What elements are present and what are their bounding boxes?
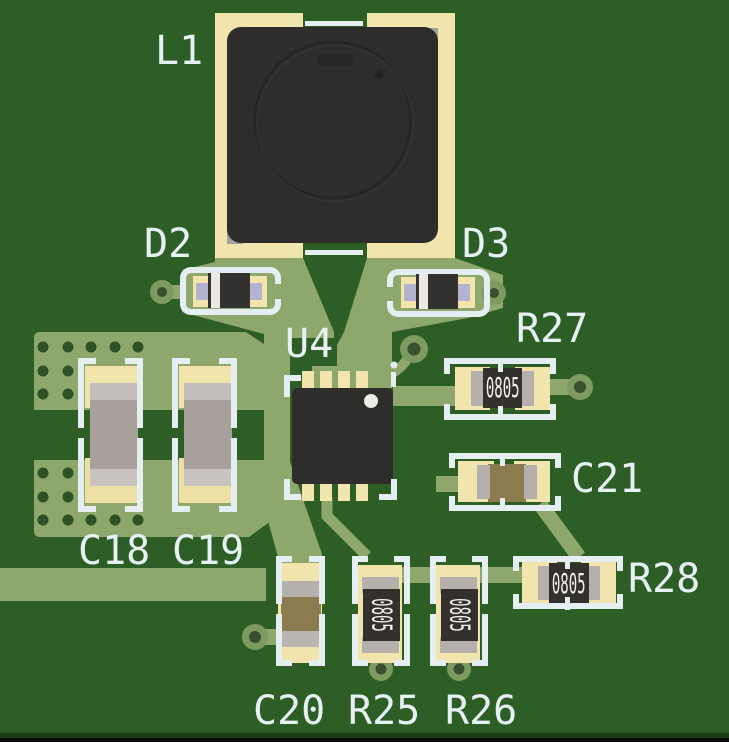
c21-capacitor — [449, 453, 561, 511]
c21-cap-right — [524, 465, 537, 499]
d3-diode — [386, 269, 490, 317]
r27-cap-right — [521, 371, 534, 406]
l1-inductor — [215, 13, 455, 258]
c19-cap-top — [184, 383, 232, 400]
d2-silkscreen-notch — [275, 284, 287, 299]
r28-cap-right — [587, 566, 600, 600]
r26-resistor — [430, 556, 488, 666]
c18-capacitor — [78, 358, 143, 512]
c21-silk-tick-bottom — [500, 498, 505, 511]
copper-trace-u4-r25 — [321, 497, 371, 560]
label-r28: R28 — [628, 556, 701, 602]
r27-body — [483, 368, 522, 408]
l1-coil-ring — [253, 40, 413, 200]
c19-body — [184, 383, 232, 486]
u4-body — [292, 388, 393, 484]
c20-silkscreen — [276, 556, 325, 666]
l1-coil-ring-highlight — [256, 44, 414, 202]
copper-trace-c21-r28 — [533, 499, 586, 562]
r25-body — [363, 589, 400, 641]
label-r26: R26 — [445, 688, 518, 734]
r28-resistor — [513, 556, 623, 610]
label-d2: D2 — [144, 221, 193, 267]
copper-trace-left — [0, 568, 266, 601]
d2-terminal-right — [248, 283, 262, 300]
c21-cap-left — [477, 465, 490, 499]
u4-ic — [284, 361, 398, 501]
board-edge-bevel — [0, 733, 729, 738]
copper-trace-to-c20 — [264, 462, 322, 568]
u4-silkscreen-corners — [284, 375, 397, 500]
r28-silkscreen — [513, 556, 623, 609]
d3-cathode-band — [419, 274, 428, 309]
l1-silkscreen-line-top — [305, 21, 363, 26]
label-u4: U4 — [285, 321, 334, 367]
r28-cap-left — [538, 566, 551, 600]
c20-cap-bottom — [281, 631, 321, 647]
label-c18: C18 — [78, 528, 151, 574]
c18-cap-top — [90, 383, 138, 400]
via-d2 — [150, 280, 174, 304]
c20-capacitor — [276, 556, 325, 666]
via-r27 — [567, 374, 593, 400]
d2-diode — [180, 267, 287, 315]
c21-body — [488, 464, 526, 502]
label-d3: D3 — [462, 221, 511, 267]
stitching-vias — [37, 341, 144, 526]
l1-top-mark — [317, 54, 353, 66]
d3-terminal-left — [404, 284, 418, 301]
via-c20 — [242, 624, 268, 650]
r27-cap-left — [471, 371, 484, 406]
r27-marking: 0805 — [485, 371, 520, 404]
r28-silk-tick-bottom — [565, 597, 570, 610]
u4-silkscreen-pin1-dot — [390, 361, 398, 369]
l1-silkscreen-line-bottom — [305, 250, 363, 255]
u4-pads — [302, 371, 368, 501]
copper-strip-u4-left — [264, 338, 290, 472]
c18-silkscreen — [78, 358, 143, 512]
label-l1: L1 — [155, 28, 204, 74]
d2-cathode-band — [211, 273, 220, 308]
c18-cap-bottom — [90, 469, 138, 486]
r26-marking: 0805 — [443, 598, 477, 632]
c20-cap-top — [281, 581, 321, 597]
copper-trace-u4-r27 — [393, 386, 457, 406]
board-edge-shadow — [0, 738, 729, 742]
c19-capacitor — [172, 358, 237, 512]
u4-silkscreen-pin1-bar — [391, 372, 396, 387]
d3-silkscreen-notch — [386, 287, 398, 301]
copper-trace-c21-left — [436, 476, 462, 492]
c19-silkscreen — [172, 358, 237, 512]
c21-silk-tick-top — [500, 453, 505, 466]
label-c19: C19 — [172, 528, 245, 574]
d2-terminal-left — [196, 283, 210, 300]
l1-body — [227, 27, 438, 243]
r25-silkscreen — [352, 556, 410, 666]
c19-cap-bottom — [184, 469, 232, 486]
r25-marking: 0805 — [365, 598, 399, 632]
d3-terminal-right — [456, 284, 470, 301]
r26-body — [441, 589, 478, 641]
r25-resistor — [352, 556, 410, 666]
label-c21: C21 — [571, 456, 644, 502]
label-r27: R27 — [516, 306, 589, 352]
r27-silk-tick-top — [498, 358, 503, 372]
label-r25: R25 — [348, 688, 421, 734]
r28-silk-tick-top — [565, 556, 570, 569]
label-c20: C20 — [253, 688, 326, 734]
via-u4 — [400, 335, 428, 363]
r26-silkscreen — [430, 556, 488, 666]
c18-body — [90, 383, 138, 486]
r27-silk-tick-bottom — [498, 406, 503, 420]
r28-marking: 0805 — [552, 566, 586, 600]
r27-resistor — [444, 358, 556, 420]
u4-pin1-dot — [364, 394, 378, 408]
